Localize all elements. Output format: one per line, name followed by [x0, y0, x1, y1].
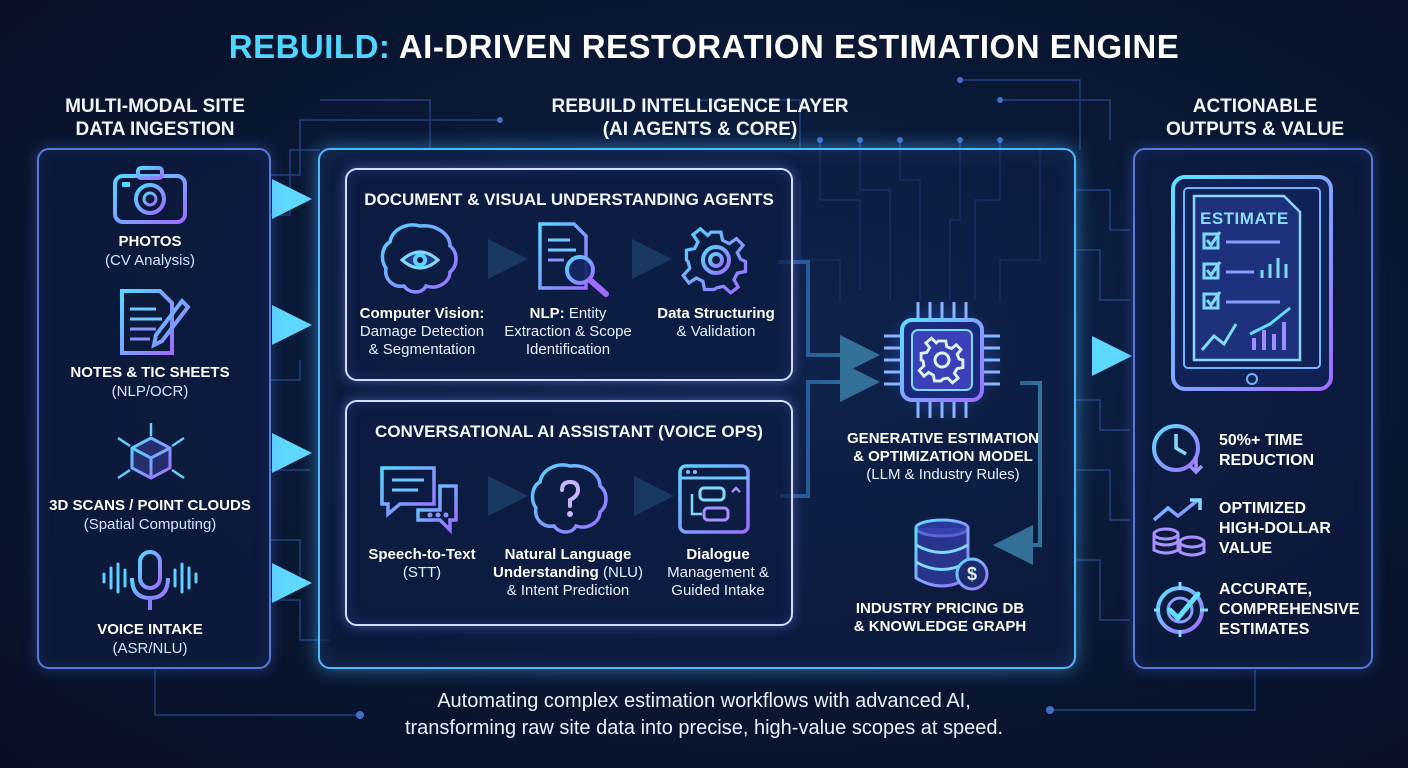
- cube-icon: [112, 420, 190, 495]
- document-agents-title: DOCUMENT & VISUAL UNDERSTANDING AGENTS: [364, 190, 774, 209]
- tablet-estimate-icon: [1170, 174, 1334, 397]
- gear-icon: [678, 222, 754, 303]
- dialogue-window-icon: [676, 462, 752, 543]
- step-nlp: NLP: Entity Extraction & Scope Identific…: [504, 305, 632, 358]
- step-computer-vision: Computer Vision: Damage Detection & Segm…: [359, 305, 485, 358]
- step-dialogue-management: Dialogue Management & Guided Intake: [667, 546, 769, 599]
- footer-tagline: Automating complex estimation workflows …: [404, 690, 1004, 739]
- camera-icon: [112, 164, 188, 231]
- clock-down-icon: [1150, 420, 1208, 483]
- target-check-icon: [1152, 580, 1210, 643]
- brain-question-icon: [528, 460, 612, 543]
- column-header-center: REBUILD INTELLIGENCE LAYER (AI AGENTS & …: [551, 96, 849, 140]
- input-photos-title: PHOTOS: [118, 233, 182, 250]
- brain-eye-icon: [378, 220, 462, 303]
- generative-model-label: GENERATIVE ESTIMATION & OPTIMIZATION MOD…: [847, 430, 1039, 483]
- value-accurate-estimates: ACCURATE, COMPREHENSIVE ESTIMATES: [1219, 581, 1360, 638]
- svg-text:$: $: [967, 564, 977, 584]
- voice-ops-title: CONVERSATIONAL AI ASSISTANT (VOICE OPS): [375, 422, 763, 441]
- input-panel: [37, 148, 271, 669]
- input-scans-title: 3D SCANS / POINT CLOUDS: [49, 497, 251, 514]
- estimate-label: ESTIMATE: [1200, 209, 1289, 228]
- ai-chip-icon: [878, 296, 1006, 429]
- step-data-structuring: Data Structuring & Validation: [657, 305, 775, 340]
- microphone-icon: [100, 548, 200, 619]
- chat-bubbles-icon: [378, 462, 462, 541]
- document-search-icon: [534, 220, 614, 305]
- value-time-reduction: 50%+ TIME REDUCTION: [1219, 432, 1315, 469]
- notes-pencil-icon: [116, 287, 192, 362]
- input-voice-sub: (ASR/NLU): [112, 640, 188, 657]
- coins-growth-icon: [1148, 498, 1210, 563]
- input-photos-sub: (CV Analysis): [104, 252, 196, 269]
- step-speech-to-text: Speech-to-Text (STT): [368, 546, 476, 581]
- pricing-db-label: INDUSTRY PRICING DB & KNOWLEDGE GRAPH: [853, 600, 1027, 635]
- column-header-right: ACTIONABLE OUTPUTS & VALUE: [1165, 96, 1345, 140]
- input-scans-sub: (Spatial Computing): [83, 516, 217, 533]
- input-notes-sub: (NLP/OCR): [111, 383, 189, 400]
- input-notes-title: NOTES & TIC SHEETS: [70, 364, 230, 381]
- page-title: REBUILD: AI-DRIVEN RESTORATION ESTIMATIO…: [228, 28, 1180, 65]
- input-voice-title: VOICE INTAKE: [97, 621, 203, 638]
- value-high-dollar: OPTIMIZED HIGH-DOLLAR VALUE: [1219, 500, 1331, 557]
- database-dollar-icon: $: [912, 518, 992, 599]
- step-nlu: Natural Language Understanding (NLU) & I…: [492, 546, 643, 599]
- column-header-left: MULTI-MODAL SITE DATA INGESTION: [65, 96, 245, 140]
